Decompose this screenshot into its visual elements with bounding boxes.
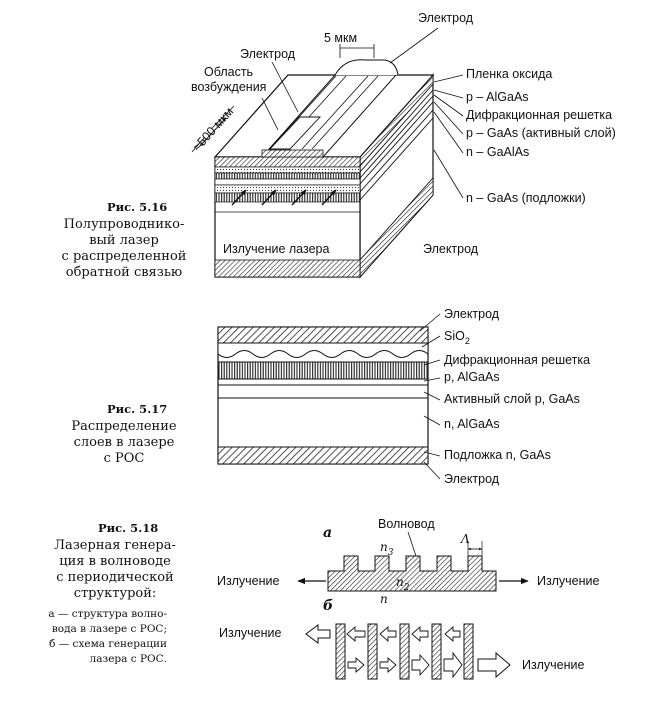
fig516-n-gaalas: n – GaAlAs [466,145,529,159]
fig-5-17-layer-stack [217,326,429,465]
fig516-electrode-left: Электрод [240,47,296,61]
fig518-emission-right: Излучение [537,574,599,588]
fig518-desc-line-1: а — структура волно- [48,608,167,620]
length-dimension [199,117,227,147]
fig518-n: n [380,592,388,606]
fig516-n-gaas: n – GaAs (подложки) [466,191,586,205]
fig518-emission-right-b: Излучение [522,658,584,672]
fig-5-17-leaders [419,313,441,480]
fig517-substrate: Подложка n, GaAs [444,448,551,462]
fig516-caption-line-3: с распределенной [62,249,187,264]
fig516-grating: Дифракционная решетка [466,108,612,122]
fig517-electrode-bottom: Электрод [444,472,500,486]
fig516-caption-num: Рис. 5.16 [107,200,167,214]
fig-5-16-laser-block [213,59,435,279]
fig518-desc-line-4: лазера с РОС. [90,653,167,665]
fig-5-18a-waveguide [327,555,497,592]
fig518-label-b: б [323,598,333,614]
fig518-period: Λ [460,532,470,546]
fig516-oxide: Пленка оксида [466,67,552,81]
fig517-active: Активный слой p, GaAs [444,392,580,406]
fig518-label-a: а [323,525,332,541]
fig518-n2: n2 [396,575,410,593]
fig516-caption-line-1: Полупроводнико- [64,217,185,232]
fig517-caption-line-3: с РОС [104,451,145,466]
fig516-p-gaas: p – GaAs (активный слой) [466,126,616,140]
fig516-excitation-2: возбуждения [191,80,266,94]
fig517-caption-num: Рис. 5.17 [107,402,167,416]
fig517-caption-line-1: Распределение [71,419,176,434]
fig518-desc-line-3: б — схема генерации [49,638,167,650]
fig518-caption-line-3: с периодической [56,570,173,585]
fig-5-18b-generation-scheme [305,623,511,680]
fig516-p-algaas: p – AlGaAs [466,90,529,104]
fig516-electrode-bottom: Электрод [423,242,479,256]
fig518-caption-line-4: структурой: [74,586,157,601]
fig516-electrode-top: Электрод [418,11,474,25]
waveguide-leader [407,531,417,557]
fig517-grating: Дифракционная решетка [444,353,590,367]
fig518-caption-line-2: ция в волноводе [59,554,171,569]
fig518-caption-num: Рис. 5.18 [98,521,158,535]
fig517-caption-line-2: слоев в лазере [74,435,175,450]
fig518-emission-left: Излучение [217,574,279,588]
fig517-electrode-top: Электрод [444,307,500,321]
fig516-width: 5 мкм [324,31,357,45]
fig-5-16-leaders [191,27,464,199]
fig518-n3: n3 [380,540,394,558]
fig516-excitation-1: Область [204,65,253,79]
fig518-emission-left-b: Излучение [219,626,281,640]
fig518-caption-line-1: Лазерная генера- [54,538,176,553]
fig517-n-algaas: n, AlGaAs [444,417,500,431]
fig516-caption-line-2: вый лазер [89,233,159,248]
fig516-caption-line-4: обратной связью [66,265,183,280]
fig516-emission: Излучение лазера [223,242,329,256]
fig518-desc-line-2: вода в лазере с РОС; [52,623,167,635]
fig518-waveguide: Волновод [378,517,435,531]
fig517-p-algaas: p, AlGaAs [444,370,500,384]
fig517-sio2: SiO2 [444,329,470,346]
